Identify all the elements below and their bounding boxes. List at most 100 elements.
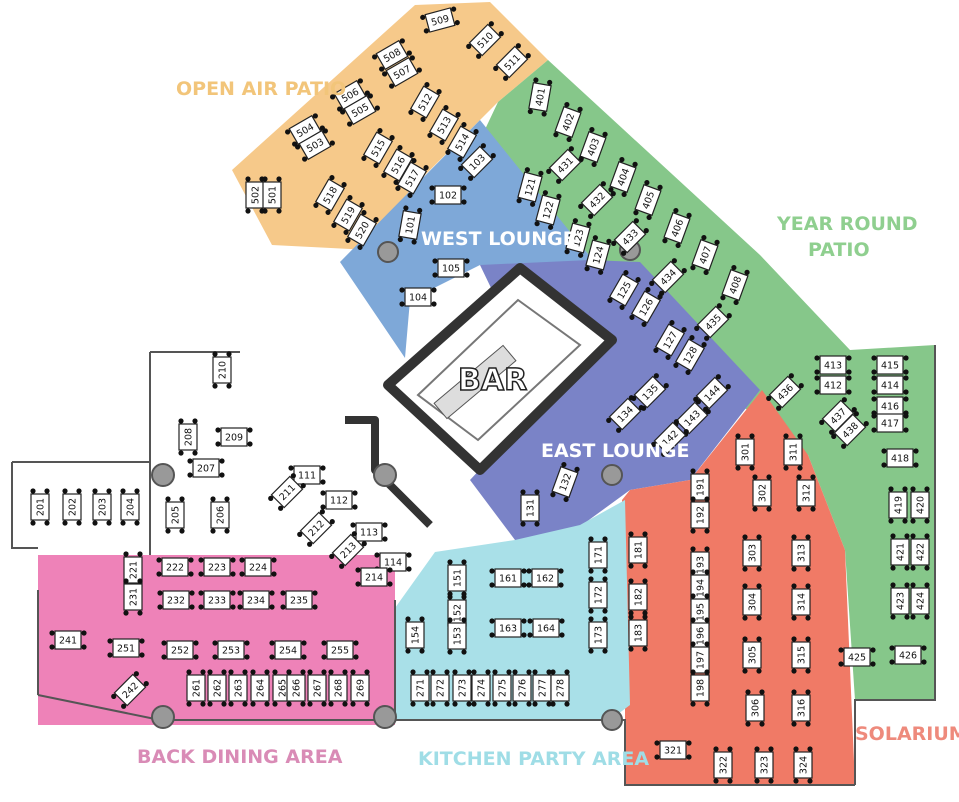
table-212[interactable]: 212 xyxy=(296,508,336,548)
table-506[interactable]: 506 xyxy=(329,77,371,112)
table-402[interactable]: 402 xyxy=(553,101,584,143)
table-512[interactable]: 512 xyxy=(407,81,442,123)
table-501[interactable]: 501 xyxy=(262,176,282,214)
table-518[interactable]: 518 xyxy=(312,174,347,216)
table-202[interactable]: 202 xyxy=(62,488,82,526)
table-231[interactable]: 231 xyxy=(123,578,143,616)
table-511[interactable]: 511 xyxy=(492,42,532,82)
table-412[interactable]: 412 xyxy=(814,375,852,395)
table-421[interactable]: 421 xyxy=(890,533,910,571)
table-192[interactable]: 192 xyxy=(690,496,710,534)
table-251[interactable]: 251 xyxy=(107,638,145,658)
table-191[interactable]: 191 xyxy=(690,468,710,506)
table-161[interactable]: 161 xyxy=(489,568,527,588)
table-426[interactable]: 426 xyxy=(889,645,927,665)
table-234[interactable]: 234 xyxy=(237,590,275,610)
table-277[interactable]: 277 xyxy=(532,669,552,707)
table-101[interactable]: 101 xyxy=(397,205,423,245)
table-433[interactable]: 433 xyxy=(610,217,650,257)
table-404[interactable]: 404 xyxy=(608,156,639,198)
table-313[interactable]: 313 xyxy=(791,534,811,572)
table-502[interactable]: 502 xyxy=(245,176,265,214)
table-173[interactable]: 173 xyxy=(588,616,608,654)
table-132[interactable]: 132 xyxy=(550,461,581,503)
table-135[interactable]: 135 xyxy=(630,372,670,412)
table-262[interactable]: 262 xyxy=(207,669,227,707)
table-520[interactable]: 520 xyxy=(344,209,379,251)
table-406[interactable]: 406 xyxy=(662,207,693,249)
table-312[interactable]: 312 xyxy=(796,474,816,512)
table-405[interactable]: 405 xyxy=(633,179,664,221)
table-507[interactable]: 507 xyxy=(381,54,423,89)
table-235[interactable]: 235 xyxy=(280,590,318,610)
table-213[interactable]: 213 xyxy=(328,530,368,570)
table-267[interactable]: 267 xyxy=(307,669,327,707)
table-276[interactable]: 276 xyxy=(512,669,532,707)
table-255[interactable]: 255 xyxy=(321,640,359,660)
table-503[interactable]: 503 xyxy=(294,127,336,162)
table-303[interactable]: 303 xyxy=(742,534,762,572)
table-151[interactable]: 151 xyxy=(447,559,467,597)
table-208[interactable]: 208 xyxy=(178,418,198,456)
table-205[interactable]: 205 xyxy=(165,496,185,534)
table-302[interactable]: 302 xyxy=(752,474,772,512)
table-125[interactable]: 125 xyxy=(606,269,641,311)
table-207[interactable]: 207 xyxy=(187,458,225,478)
table-423[interactable]: 423 xyxy=(890,582,910,620)
table-206[interactable]: 206 xyxy=(210,496,230,534)
table-171[interactable]: 171 xyxy=(588,536,608,574)
table-122[interactable]: 122 xyxy=(534,190,562,231)
table-407[interactable]: 407 xyxy=(690,234,721,276)
table-198[interactable]: 198 xyxy=(690,669,710,707)
table-102[interactable]: 102 xyxy=(429,185,467,205)
table-278[interactable]: 278 xyxy=(550,669,570,707)
table-321[interactable]: 321 xyxy=(654,740,692,760)
table-263[interactable]: 263 xyxy=(228,669,248,707)
table-142[interactable]: 142 xyxy=(650,418,690,458)
table-324[interactable]: 324 xyxy=(793,746,813,784)
table-164[interactable]: 164 xyxy=(527,618,565,638)
table-419[interactable]: 419 xyxy=(888,486,908,524)
table-103[interactable]: 103 xyxy=(457,142,497,182)
table-323[interactable]: 323 xyxy=(754,746,774,784)
table-105[interactable]: 105 xyxy=(432,258,470,278)
table-314[interactable]: 314 xyxy=(791,583,811,621)
table-163[interactable]: 163 xyxy=(489,618,527,638)
table-408[interactable]: 408 xyxy=(720,264,751,306)
table-112[interactable]: 112 xyxy=(320,490,358,510)
table-508[interactable]: 508 xyxy=(371,37,413,72)
table-182[interactable]: 182 xyxy=(628,578,648,616)
table-266[interactable]: 266 xyxy=(286,669,306,707)
table-214[interactable]: 214 xyxy=(355,567,393,587)
table-201[interactable]: 201 xyxy=(30,488,50,526)
table-311[interactable]: 311 xyxy=(783,433,803,471)
table-254[interactable]: 254 xyxy=(269,640,307,660)
table-131[interactable]: 131 xyxy=(520,489,540,527)
table-510[interactable]: 510 xyxy=(465,20,505,60)
table-127[interactable]: 127 xyxy=(652,319,687,361)
table-153[interactable]: 153 xyxy=(447,617,467,655)
table-431[interactable]: 431 xyxy=(545,145,585,185)
table-128[interactable]: 128 xyxy=(672,334,707,376)
table-436[interactable]: 436 xyxy=(765,372,805,412)
table-272[interactable]: 272 xyxy=(430,669,450,707)
table-422[interactable]: 422 xyxy=(910,533,930,571)
table-204[interactable]: 204 xyxy=(120,488,140,526)
table-154[interactable]: 154 xyxy=(405,616,425,654)
table-438[interactable]: 438 xyxy=(830,410,870,450)
table-316[interactable]: 316 xyxy=(791,689,811,727)
table-233[interactable]: 233 xyxy=(198,590,236,610)
table-241[interactable]: 241 xyxy=(49,630,87,650)
table-322[interactable]: 322 xyxy=(713,746,733,784)
table-435[interactable]: 435 xyxy=(693,302,733,342)
table-252[interactable]: 252 xyxy=(161,640,199,660)
table-126[interactable]: 126 xyxy=(628,286,663,328)
table-123[interactable]: 123 xyxy=(564,218,592,259)
table-509[interactable]: 509 xyxy=(420,6,461,34)
table-253[interactable]: 253 xyxy=(212,640,250,660)
table-271[interactable]: 271 xyxy=(410,669,430,707)
table-425[interactable]: 425 xyxy=(838,647,876,667)
table-210[interactable]: 210 xyxy=(212,351,232,389)
table-242[interactable]: 242 xyxy=(110,670,150,710)
table-144[interactable]: 144 xyxy=(692,373,732,413)
